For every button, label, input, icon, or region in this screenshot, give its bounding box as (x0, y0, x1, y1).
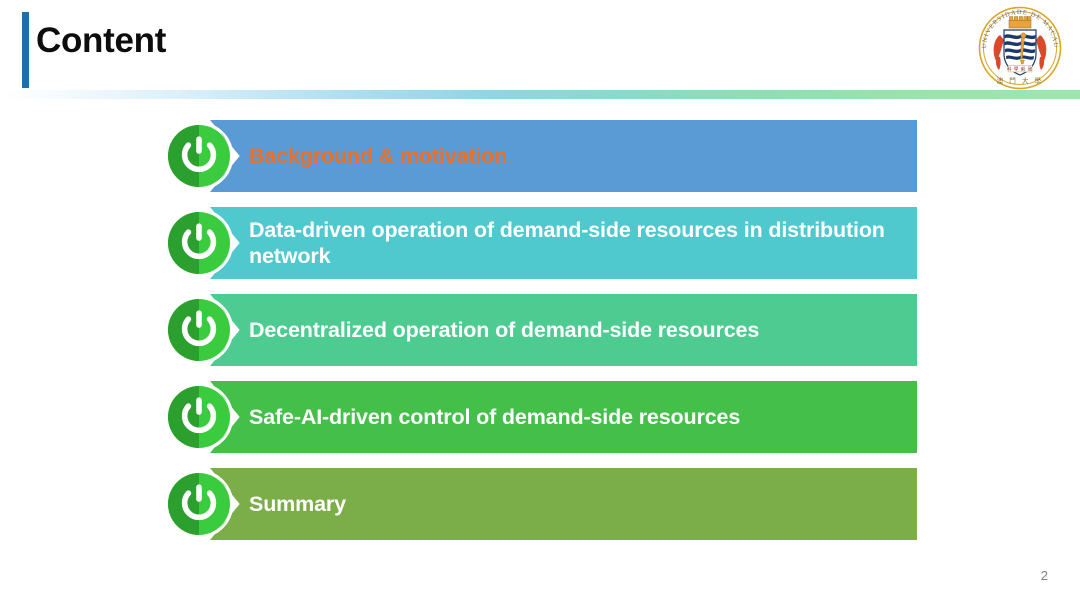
content-bar[interactable] (210, 468, 917, 540)
content-item-label: Summary (249, 491, 346, 516)
power-icon[interactable] (165, 383, 233, 451)
content-item-label: Background & motivation (249, 143, 508, 168)
content-bar[interactable] (210, 381, 917, 453)
power-icon[interactable] (165, 470, 233, 538)
content-item-label: Data-driven operation of demand-side res… (249, 217, 885, 268)
content-row[interactable]: Data-driven operation of demand-side res… (165, 207, 917, 279)
content-bar[interactable] (210, 120, 917, 192)
content-row[interactable]: Safe-AI-driven control of demand-side re… (165, 381, 917, 453)
page-title: Content (36, 21, 167, 60)
content-bar[interactable] (210, 294, 917, 366)
content-row[interactable]: Decentralized operation of demand-side r… (165, 294, 917, 366)
content-bar[interactable] (210, 207, 917, 279)
content-item-label: Decentralized operation of demand-side r… (249, 317, 760, 342)
crest-chinese-name: 澳 門 大 學 (997, 76, 1044, 85)
power-icon[interactable] (165, 122, 233, 190)
page-number: 2 (1040, 568, 1048, 583)
content-row[interactable]: Background & motivation (165, 120, 917, 192)
header-divider (0, 90, 1080, 99)
content-item-label: Safe-AI-driven control of demand-side re… (249, 404, 741, 429)
um-crest-icon: UNIVERSIDADE DE MACAU (978, 6, 1062, 90)
crest-chinese-motto: 科 學 毅 致 (1007, 66, 1033, 73)
title-accent-bar (22, 12, 29, 88)
university-of-macau-logo: UNIVERSIDADE DE MACAU (976, 4, 1064, 92)
power-icon[interactable] (165, 209, 233, 277)
power-icon[interactable] (165, 296, 233, 364)
content-row[interactable]: Summary (165, 468, 917, 540)
